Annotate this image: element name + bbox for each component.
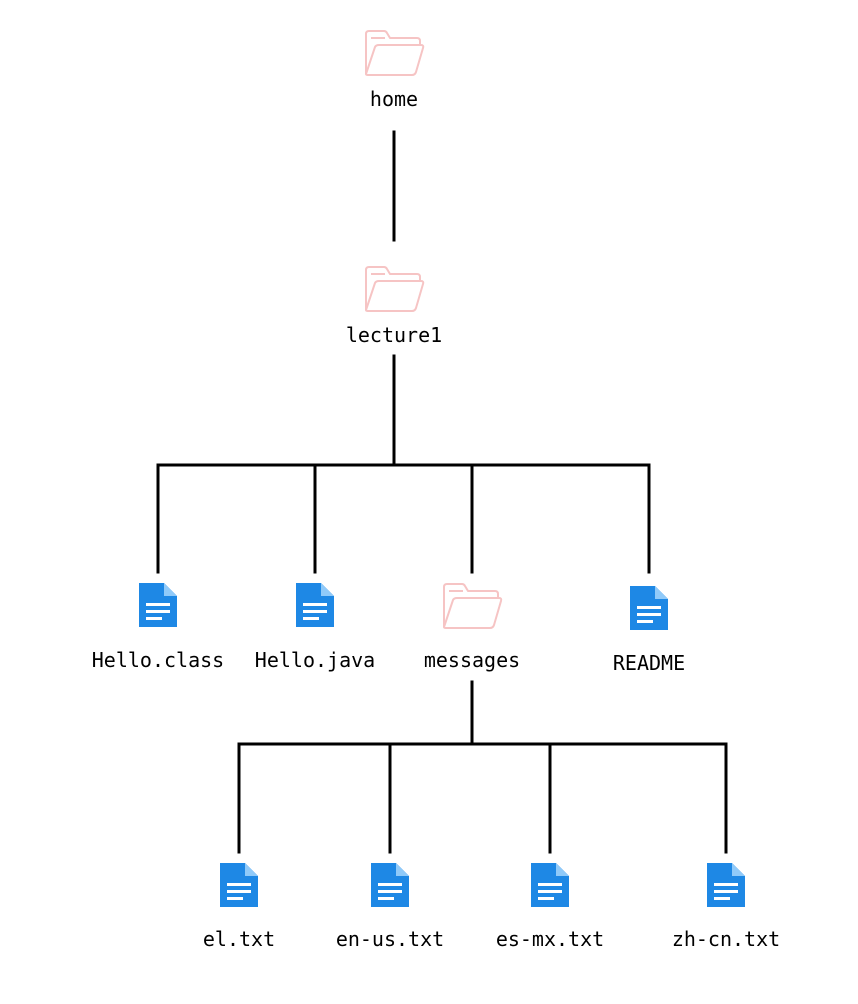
node-es-mx-txt xyxy=(470,861,630,914)
node-label-lecture1: lecture1 xyxy=(345,323,443,347)
node-el-txt xyxy=(159,861,319,914)
file-icon xyxy=(78,581,238,634)
node-hello-java xyxy=(235,581,395,634)
file-icon xyxy=(470,861,630,914)
node-label-readme: README xyxy=(612,651,686,675)
folder-icon xyxy=(392,581,552,636)
folder-icon xyxy=(314,264,474,319)
node-label-el-txt: el.txt xyxy=(202,927,276,951)
node-label-messages: messages xyxy=(423,648,521,672)
node-label-hello-class: Hello.class xyxy=(91,648,225,672)
file-icon xyxy=(235,581,395,634)
node-lecture1 xyxy=(314,264,474,319)
node-readme xyxy=(569,584,729,637)
node-zh-cn-txt xyxy=(646,861,806,914)
node-label-zh-cn-txt: zh-cn.txt xyxy=(671,927,781,951)
node-label-en-us-txt: en-us.txt xyxy=(335,927,445,951)
node-messages xyxy=(392,581,552,636)
node-hello-class xyxy=(78,581,238,634)
node-label-home: home xyxy=(369,87,419,111)
file-icon xyxy=(569,584,729,637)
node-home xyxy=(314,28,474,83)
folder-icon xyxy=(314,28,474,83)
node-en-us-txt xyxy=(310,861,470,914)
node-label-es-mx-txt: es-mx.txt xyxy=(495,927,605,951)
file-icon xyxy=(646,861,806,914)
node-label-hello-java: Hello.java xyxy=(254,648,376,672)
file-icon xyxy=(310,861,470,914)
file-icon xyxy=(159,861,319,914)
